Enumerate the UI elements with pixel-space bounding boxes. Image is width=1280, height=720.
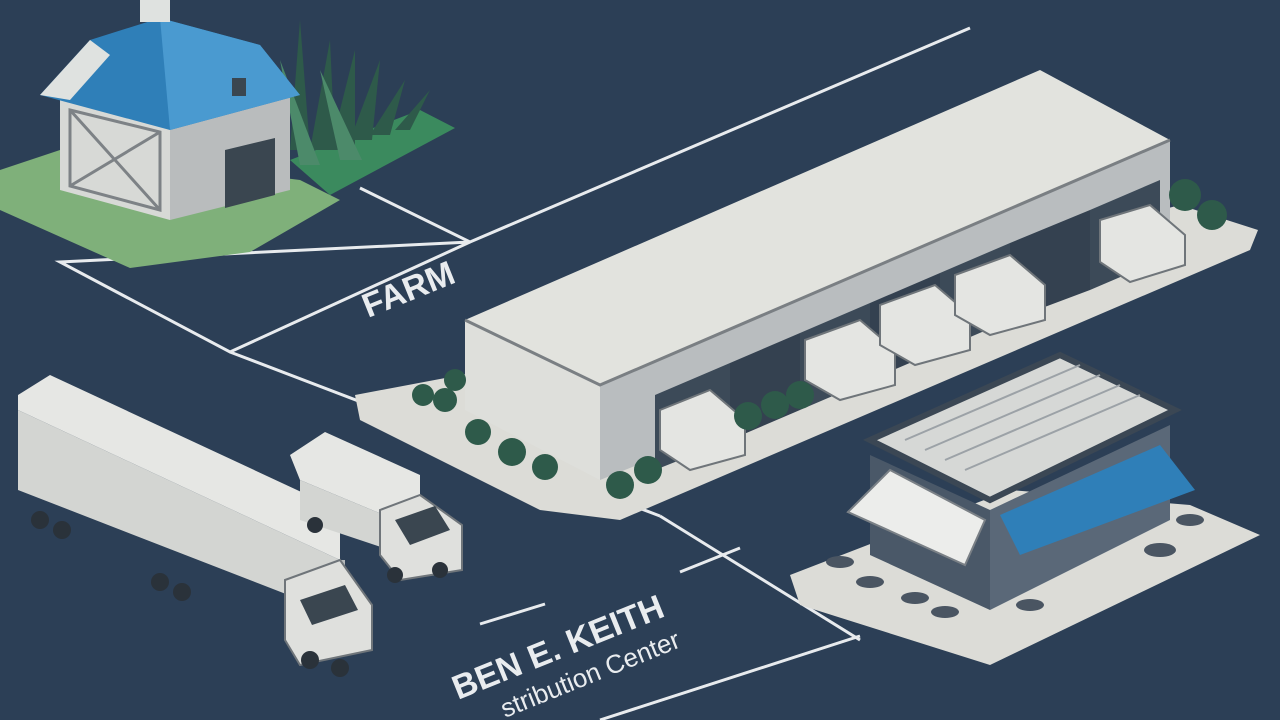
delivery-vans xyxy=(659,203,1186,472)
restaurant-awning-blue xyxy=(1000,445,1195,555)
semi-truck xyxy=(18,375,373,677)
warehouse-front-wall xyxy=(465,320,600,480)
warehouse xyxy=(355,70,1258,520)
trucks xyxy=(18,375,463,677)
warehouse-roof xyxy=(465,70,1170,385)
crop-plants xyxy=(280,20,430,165)
farm-label: FARM xyxy=(357,254,461,325)
restaurant xyxy=(790,351,1260,665)
shrubs xyxy=(412,179,1227,499)
restaurant-awning-white xyxy=(846,468,987,567)
farm-field-pad xyxy=(290,110,455,195)
farm xyxy=(0,0,455,268)
box-truck xyxy=(290,432,463,583)
barn xyxy=(40,0,300,220)
patio-tables xyxy=(826,514,1204,618)
